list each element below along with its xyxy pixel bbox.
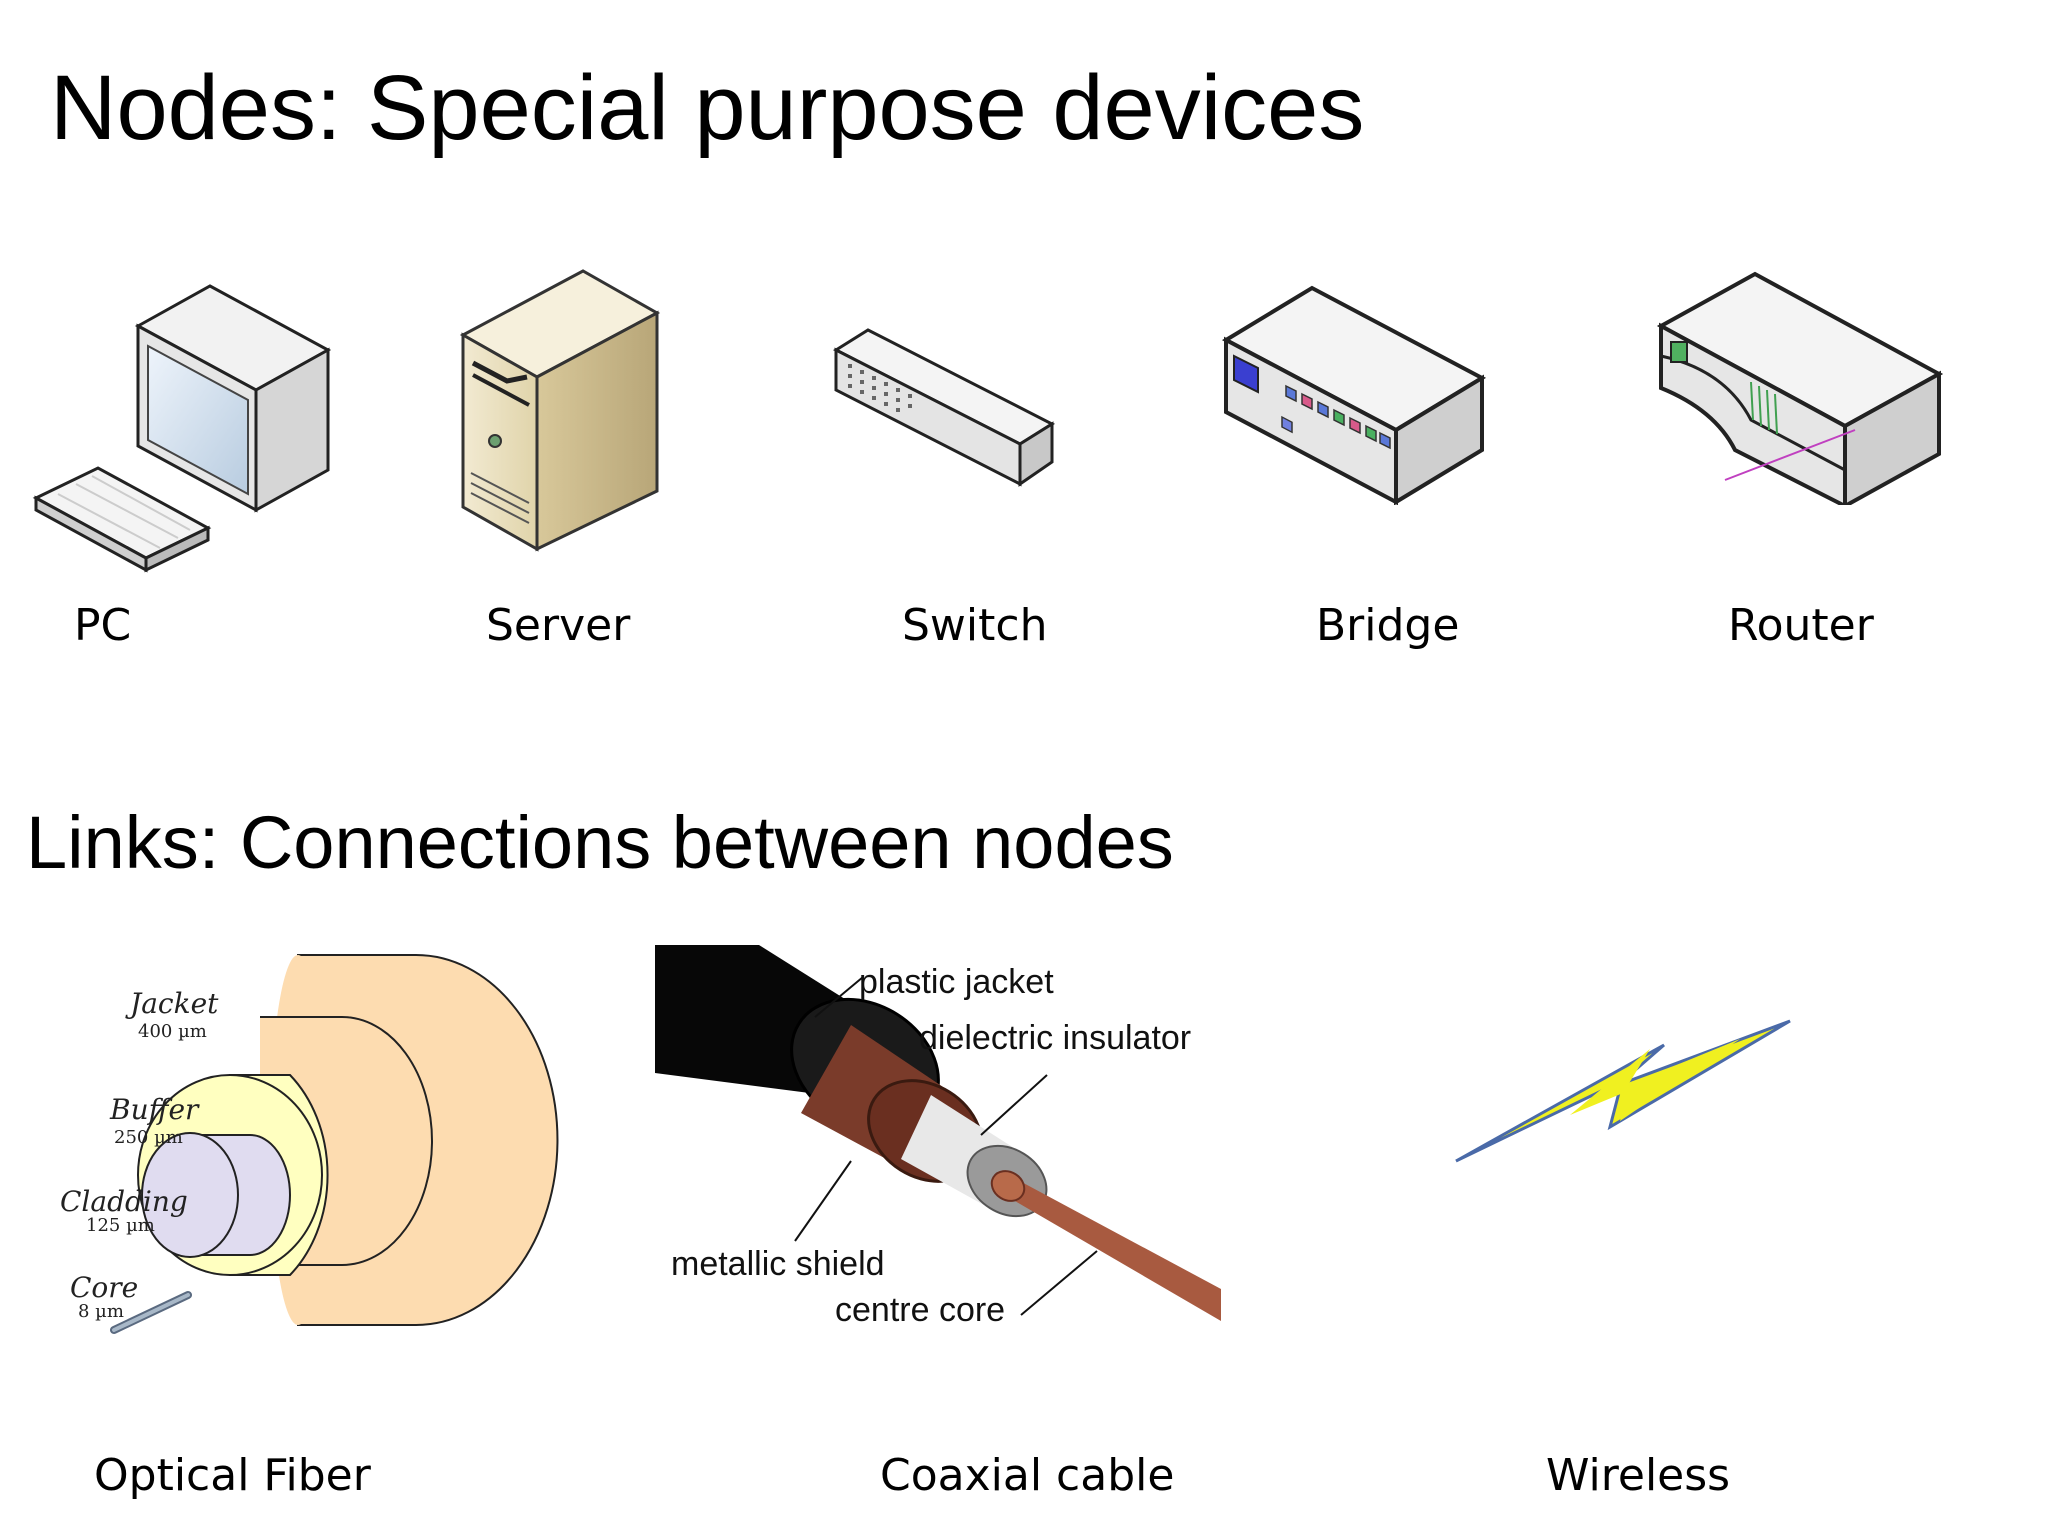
coax-part-plastic-jacket: plastic jacket (859, 963, 1054, 1001)
fiber-size-core: 8 µm (78, 1301, 124, 1322)
lightning-bolt-icon (1455, 1019, 1791, 1163)
switch-icon (832, 328, 1056, 487)
device-label-router: Router (1728, 600, 1874, 651)
fiber-layer-cladding: Cladding (60, 1185, 188, 1218)
link-label-coaxial-cable: Coaxial cable (880, 1450, 1175, 1501)
device-label-server: Server (486, 600, 631, 651)
coax-part-metallic-shield: metallic shield (671, 1245, 885, 1283)
device-label-switch: Switch (902, 600, 1048, 651)
link-label-wireless: Wireless (1546, 1450, 1731, 1501)
coaxial-cable-icon: plastic jacket dielectric insulator meta… (655, 945, 1221, 1329)
server-icon (459, 269, 661, 552)
fiber-layer-jacket: Jacket (125, 987, 219, 1020)
fiber-layer-core: Core (70, 1271, 138, 1304)
optical-fiber-icon: Jacket 400 µm Buffer 250 µm Cladding 125… (60, 954, 559, 1334)
nodes-section-title: Nodes: Special purpose devices (50, 57, 1365, 159)
coax-part-dielectric-insulator: dielectric insulator (919, 1019, 1191, 1057)
device-label-bridge: Bridge (1316, 600, 1460, 651)
bridge-icon (1221, 285, 1487, 505)
link-label-optical-fiber: Optical Fiber (94, 1450, 371, 1501)
router-icon (1656, 271, 1944, 505)
device-label-pc: PC (74, 600, 132, 651)
links-section-title: Links: Connections between nodes (26, 801, 1174, 884)
fiber-size-buffer: 250 µm (114, 1127, 183, 1148)
fiber-layer-buffer: Buffer (109, 1093, 200, 1126)
coax-part-centre-core: centre core (835, 1291, 1005, 1329)
fiber-size-cladding: 125 µm (86, 1215, 155, 1236)
fiber-size-jacket: 400 µm (138, 1021, 207, 1042)
pc-icon (32, 284, 332, 573)
